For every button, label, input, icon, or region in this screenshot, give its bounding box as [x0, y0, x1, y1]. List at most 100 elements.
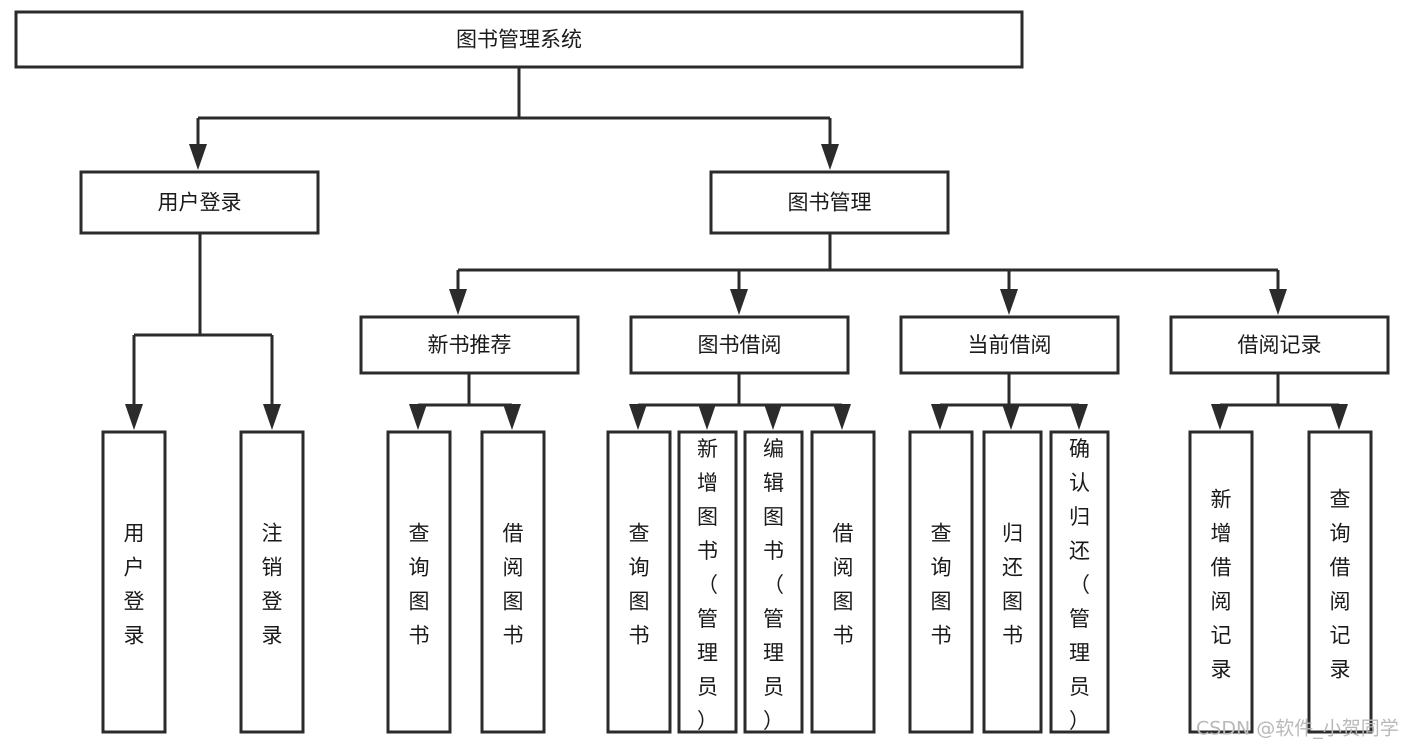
- arrow-head-icon: [730, 289, 748, 315]
- arrow-head-icon: [409, 404, 427, 430]
- level3-node-book-borrow[interactable]: 图书借阅: [629, 315, 850, 375]
- leaf-node-leaf-edit-book-admin[interactable]: 编辑图书（管理员）: [743, 430, 804, 734]
- node-box[interactable]: [677, 430, 738, 734]
- arrow-head-icon: [833, 404, 851, 430]
- node-label: 图书管理: [788, 191, 872, 215]
- leaf-node-leaf-return-book[interactable]: 归还图书: [982, 430, 1043, 734]
- leaf-node-leaf-borrow-book-1[interactable]: 借阅图书: [480, 430, 546, 734]
- node-label: 编辑图书（管理员）: [763, 437, 784, 733]
- arrow-head-icon: [189, 144, 207, 170]
- arrow-head-icon: [263, 404, 281, 430]
- node-label: 归还图书: [1002, 522, 1023, 648]
- arrow-head-icon: [449, 289, 467, 315]
- node-label: 查询图书: [629, 522, 650, 648]
- arrow-head-icon: [1002, 404, 1020, 430]
- node-label: 用户登录: [124, 522, 145, 648]
- arrow-head-icon: [1070, 404, 1088, 430]
- connector-conn-cb-drop-1: [931, 404, 949, 430]
- arrow-head-icon: [125, 404, 143, 430]
- node-box[interactable]: [908, 430, 974, 734]
- arrow-head-icon: [1211, 404, 1229, 430]
- leaf-node-leaf-add-borrow-record[interactable]: 新增借阅记录: [1188, 430, 1254, 734]
- connector-conn-login-drop-1: [125, 335, 143, 430]
- node-label: 注销登录: [262, 522, 283, 648]
- node-label: 图书借阅: [698, 333, 782, 357]
- level3-node-borrow-record[interactable]: 借阅记录: [1169, 315, 1390, 375]
- node-box[interactable]: [1307, 430, 1373, 734]
- level3-node-current-borrow[interactable]: 当前借阅: [899, 315, 1120, 375]
- node-box[interactable]: [239, 430, 305, 734]
- arrow-head-icon: [1269, 289, 1287, 315]
- node-label: 当前借阅: [968, 333, 1052, 357]
- leaf-node-leaf-user-logout[interactable]: 注销登录: [239, 430, 305, 734]
- connector-conn-nbr-drop-1: [409, 404, 427, 430]
- node-box[interactable]: [629, 315, 850, 375]
- node-label: 查询借阅记录: [1330, 488, 1351, 682]
- node-box[interactable]: [1188, 430, 1254, 734]
- node-label: 用户登录: [158, 191, 242, 215]
- node-box[interactable]: [386, 430, 452, 734]
- connector-conn-br-drop-1: [1211, 404, 1229, 430]
- node-layer: 图书管理系统用户登录图书管理新书推荐图书借阅当前借阅借阅记录用户登录注销登录查询…: [14, 10, 1390, 734]
- connector-conn-root-drop-2: [821, 118, 839, 170]
- node-label: 查询图书: [409, 522, 430, 648]
- connector-conn-br-drop-2: [1330, 404, 1348, 430]
- arrow-head-icon: [1330, 404, 1348, 430]
- connector-conn-bm-drop-4: [1269, 270, 1287, 315]
- node-label: 新书推荐: [428, 333, 512, 357]
- level2-node-book-management[interactable]: 图书管理: [709, 170, 950, 235]
- arrow-head-icon: [931, 404, 949, 430]
- node-label: 确认归还（管理员）: [1069, 437, 1090, 733]
- node-box[interactable]: [982, 430, 1043, 734]
- csdn-watermark: CSDN @软件_小贺同学: [1196, 718, 1399, 740]
- node-box[interactable]: [101, 430, 167, 734]
- node-label: 借阅记录: [1238, 333, 1322, 357]
- arrow-head-icon: [821, 144, 839, 170]
- node-box[interactable]: [606, 430, 672, 734]
- leaf-node-leaf-user-login[interactable]: 用户登录: [101, 430, 167, 734]
- level3-node-new-book-recommend[interactable]: 新书推荐: [359, 315, 580, 375]
- connector-conn-bb-drop-1: [629, 404, 647, 430]
- node-label: 新增借阅记录: [1211, 488, 1232, 682]
- node-label: 查询图书: [931, 522, 952, 648]
- root-node-root[interactable]: 图书管理系统: [14, 10, 1024, 69]
- arrow-head-icon: [698, 404, 716, 430]
- node-label: 新增图书（管理员）: [697, 437, 718, 733]
- node-box[interactable]: [1049, 430, 1110, 734]
- connector-conn-bm-drop-1: [449, 270, 467, 315]
- node-label: 借阅图书: [503, 522, 524, 648]
- node-box[interactable]: [743, 430, 804, 734]
- leaf-node-leaf-add-book-admin[interactable]: 新增图书（管理员）: [677, 430, 738, 734]
- arrow-head-icon: [629, 404, 647, 430]
- connector-conn-bb-drop-3: [764, 404, 782, 430]
- node-box[interactable]: [1169, 315, 1390, 375]
- leaf-node-leaf-query-book-2[interactable]: 查询图书: [606, 430, 672, 734]
- connector-conn-cb-drop-3: [1070, 404, 1088, 430]
- node-label: 借阅图书: [833, 522, 854, 648]
- leaf-node-leaf-borrow-book-2[interactable]: 借阅图书: [810, 430, 876, 734]
- node-box[interactable]: [899, 315, 1120, 375]
- connector-conn-bb-drop-4: [833, 404, 851, 430]
- watermark-layer: CSDN @软件_小贺同学: [1196, 718, 1399, 740]
- connector-conn-bb-drop-2: [698, 404, 716, 430]
- leaf-node-leaf-query-borrow-record[interactable]: 查询借阅记录: [1307, 430, 1373, 734]
- connector-conn-bm-drop-3: [1000, 270, 1018, 315]
- arrow-head-icon: [503, 404, 521, 430]
- node-box[interactable]: [480, 430, 546, 734]
- level2-node-user-login[interactable]: 用户登录: [79, 170, 320, 235]
- connector-layer: [125, 67, 1348, 430]
- connector-conn-cb-drop-2: [1002, 404, 1020, 430]
- leaf-node-leaf-query-book-1[interactable]: 查询图书: [386, 430, 452, 734]
- connector-conn-root-drop-1: [189, 118, 207, 170]
- node-box[interactable]: [709, 170, 950, 235]
- arrow-head-icon: [1000, 289, 1018, 315]
- node-box[interactable]: [359, 315, 580, 375]
- node-box[interactable]: [14, 10, 1024, 69]
- node-box[interactable]: [810, 430, 876, 734]
- connector-conn-bm-drop-2: [730, 270, 748, 315]
- node-box[interactable]: [79, 170, 320, 235]
- leaf-node-leaf-confirm-return-admin[interactable]: 确认归还（管理员）: [1049, 430, 1110, 734]
- leaf-node-leaf-query-book-3[interactable]: 查询图书: [908, 430, 974, 734]
